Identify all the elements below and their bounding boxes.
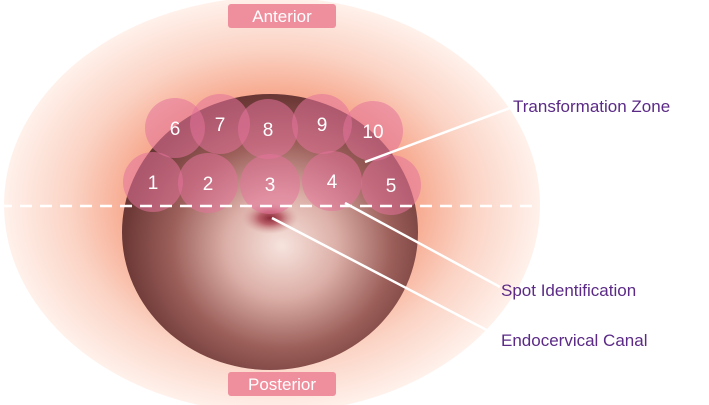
spot-circle [302, 151, 362, 211]
spot-10: 10 [343, 101, 403, 161]
spot-number: 9 [317, 115, 328, 136]
spot-circle [240, 154, 300, 214]
spot-8: 8 [238, 99, 298, 159]
spot-circle [178, 153, 238, 213]
posterior-tag: Posterior [228, 372, 336, 396]
spot-circle [145, 98, 205, 158]
spot-number: 3 [265, 175, 276, 196]
spot-circle [292, 94, 352, 154]
spot-5: 5 [361, 155, 421, 215]
spot-circle [190, 94, 250, 154]
endocervical-canal-leader [271, 216, 501, 339]
spot-number: 4 [327, 172, 338, 193]
transformation-zone-label: Transformation Zone [513, 97, 670, 116]
anterior-tag: Anterior [228, 4, 336, 28]
spot-3: 3 [240, 154, 300, 214]
spot-9: 9 [292, 94, 352, 154]
spot-number: 8 [263, 120, 274, 141]
spot-1: 1 [123, 152, 183, 212]
spot-number: 6 [170, 119, 181, 140]
spot-6: 6 [145, 98, 205, 158]
endocervical-canal-label: Endocervical Canal [501, 331, 647, 350]
spot-circle [361, 155, 421, 215]
spot-circle [238, 99, 298, 159]
posterior-label: Posterior [248, 375, 316, 394]
spot-2: 2 [178, 153, 238, 213]
spot-7: 7 [190, 94, 250, 154]
spot-number: 10 [362, 122, 383, 143]
spot-number: 1 [148, 173, 159, 194]
spot-identification-label: Spot Identification [501, 281, 636, 300]
spot-identification-leader [344, 201, 501, 289]
spot-number: 7 [215, 115, 226, 136]
anterior-label: Anterior [252, 7, 312, 26]
spot-markers: 6 7 8 9 10 1 2 3 4 5 [123, 94, 421, 215]
transformation-zone-leader [364, 106, 511, 164]
spot-circle [123, 152, 183, 212]
spot-number: 2 [203, 174, 214, 195]
spot-circle [343, 101, 403, 161]
spot-number: 5 [386, 176, 397, 197]
spot-4: 4 [302, 151, 362, 211]
